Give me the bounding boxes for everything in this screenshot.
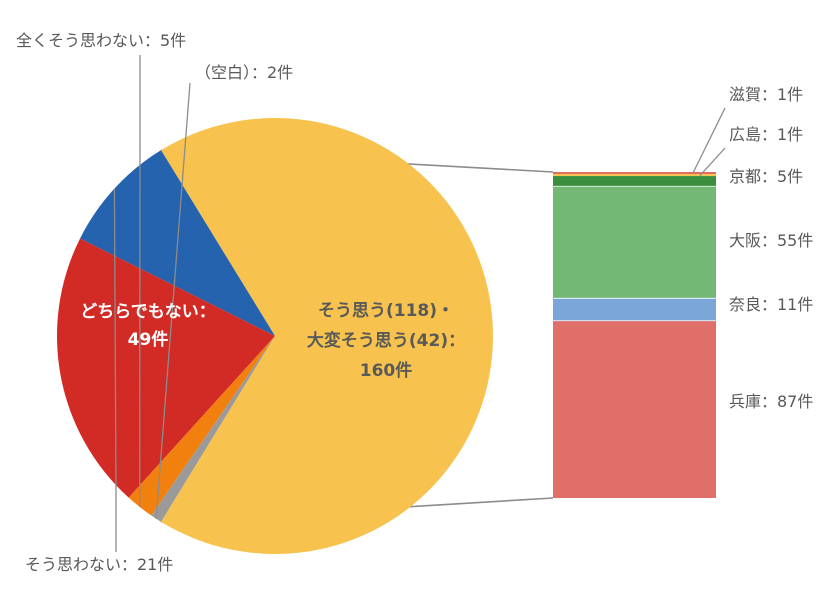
bar-label-3: 大阪：55件 (729, 231, 813, 250)
pie-slice-0 (161, 117, 493, 555)
bar-segment-2 (553, 176, 716, 187)
leader-blank (155, 82, 191, 519)
stacked-bar (553, 172, 716, 498)
bar-label-1: 広島：1件 (729, 125, 803, 144)
pie-slice-3 (128, 336, 275, 516)
bar-label-4: 奈良：11件 (729, 295, 813, 314)
pie (56, 117, 493, 555)
pie-label-blank: （空白）：2件 (195, 63, 293, 82)
bar-segment-5 (553, 320, 716, 498)
pie-slice-4 (151, 336, 275, 522)
pie-label-disagree: そう思わない：21件 (25, 555, 173, 574)
bar-segment-4 (553, 298, 716, 321)
bar-segment-0 (553, 172, 716, 175)
pie-slice-2 (56, 238, 275, 498)
leader-disagree (113, 188, 117, 552)
bar-segment-1 (553, 174, 716, 177)
bar-segment-3 (553, 186, 716, 299)
leader-bar-1 (699, 147, 726, 176)
pie-label-main: そう思う(118)・大変そう思う(42)：160件 (307, 301, 465, 381)
pie-label-strong-disagree: 全くそう思わない：5件 (16, 31, 186, 50)
pie-label-neutral: どちらでもない：49件 (80, 302, 216, 350)
leader-bar-0 (692, 107, 726, 174)
bar-label-0: 滋賀：1件 (729, 85, 803, 104)
labels: そう思う(118)・大変そう思う(42)：160件 どちらでもない：49件そう思わ… (16, 31, 813, 574)
bar-label-5: 兵庫：87件 (729, 392, 813, 411)
bar-label-2: 京都：5件 (729, 167, 803, 186)
leader-lines (113, 55, 726, 552)
